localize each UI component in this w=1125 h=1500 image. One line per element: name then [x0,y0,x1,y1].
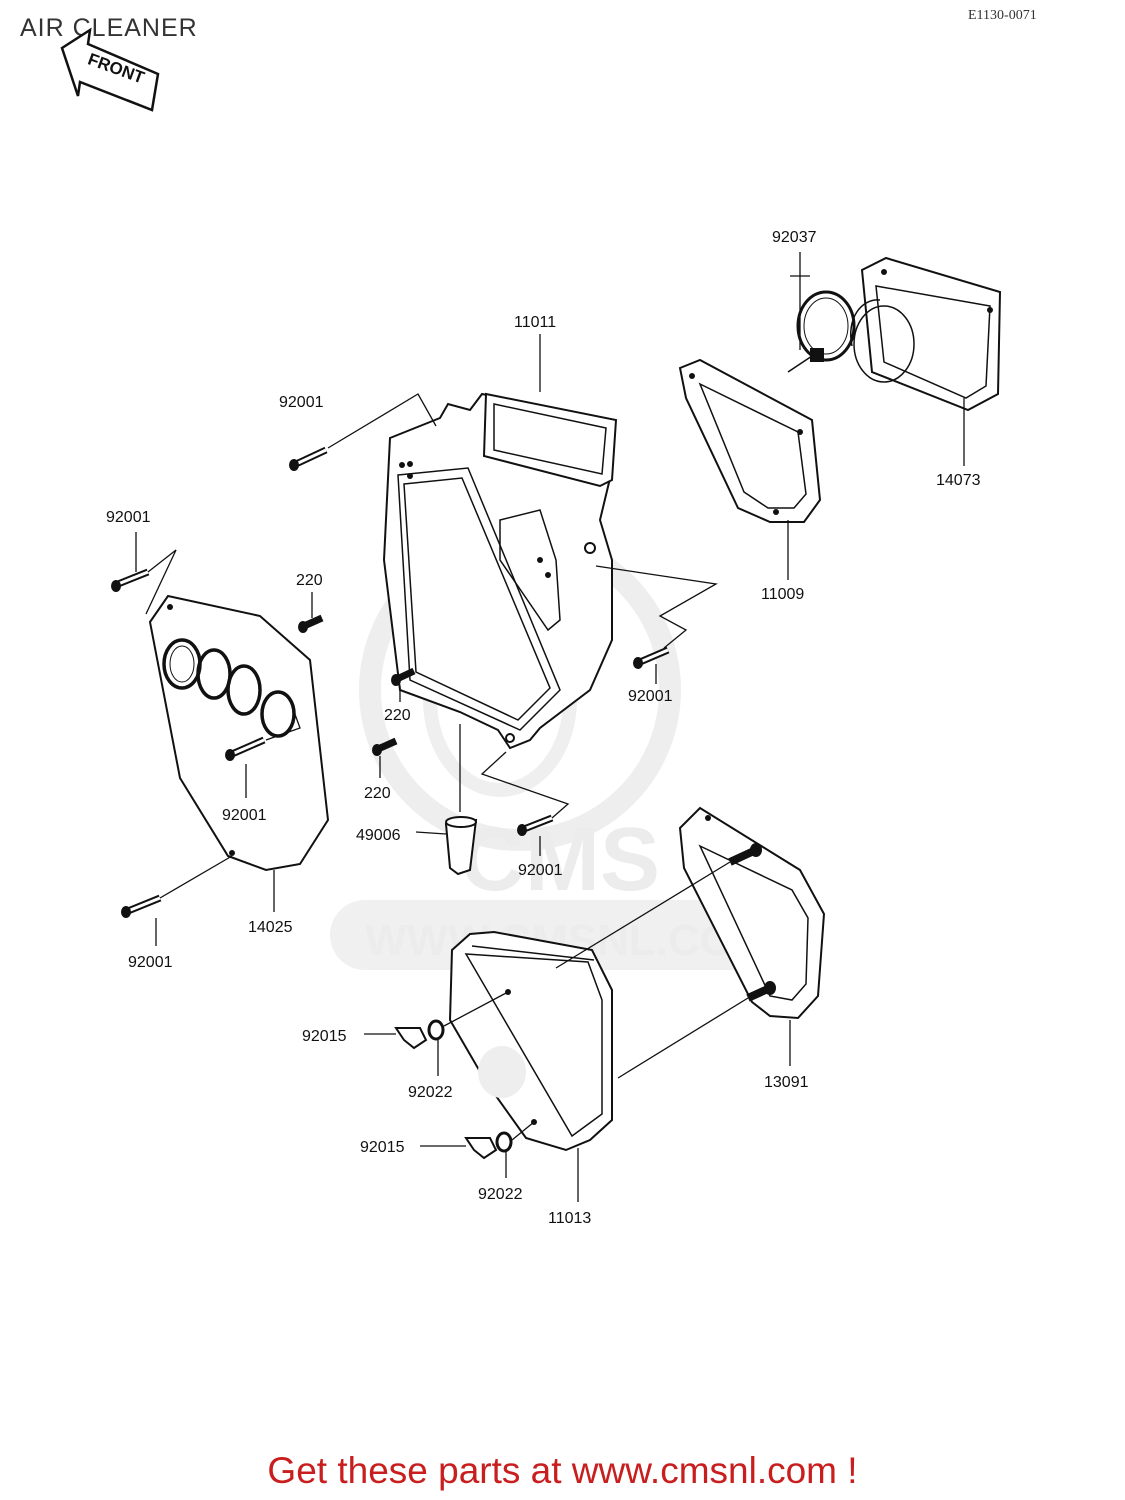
label-13091: 13091 [764,1074,809,1091]
label-49006: 49006 [356,827,401,844]
footer-link[interactable]: Get these parts at www.cmsnl.com ! [267,1450,858,1491]
diagram-reference-code: E1130-0071 [968,8,1037,23]
label-92022-b: 92022 [478,1186,523,1203]
label-11009: 11009 [761,586,804,603]
stud-13091-lower [746,981,776,1002]
label-92022-a: 92022 [408,1084,453,1101]
label-220-b: 220 [384,707,411,724]
watermark-brand: CMS [460,810,660,910]
leader-lines [135,252,965,1202]
label-92015-b: 92015 [360,1139,405,1156]
wing-nut-92015-b [464,1137,498,1160]
label-14025: 14025 [248,919,293,936]
intake-duct-14073 [850,256,1002,412]
bolt-92001-case-bottom [517,814,554,836]
label-92015-a: 92015 [302,1028,347,1045]
watermark-logo: CMS WWW.CMSNL.COM [330,529,780,970]
drain-cap-49006 [444,816,478,876]
label-92037: 92037 [772,229,817,246]
gasket-11009 [678,358,822,523]
bolt-92001-right [633,646,670,669]
label-14073: 14073 [936,472,981,489]
bolt-92001-left-bottom [121,894,162,918]
clamp-92037 [787,290,856,373]
screw-220-a [298,614,324,633]
label-11013: 11013 [548,1210,591,1227]
washer-92022-a [427,1019,445,1041]
page-title: AIR CLEANER [20,14,198,42]
front-arrow-icon: FRONT [60,27,160,112]
label-92001-upper: 92001 [279,394,324,411]
element-frame-13091 [678,806,826,1020]
air-cleaner-case-11011 [382,392,618,750]
stud-13091-upper [728,843,762,866]
cover-plate-14025 [148,594,330,872]
label-92001-right: 92001 [628,688,673,705]
bolt-92001-plate [225,736,266,761]
label-92001-left-bottom: 92001 [128,954,173,971]
label-11011: 11011 [514,314,556,331]
label-220-c: 220 [364,785,391,802]
bolt-92001-upper [289,446,328,471]
screw-220-b [391,667,416,686]
wing-nut-92015-a [394,1027,428,1050]
bolt-92001-left-top [111,568,150,592]
label-92001-plate: 92001 [222,807,267,824]
air-filter-element-11013 [448,930,613,1152]
label-92001-left-top: 92001 [106,509,151,526]
label-220-a: 220 [296,572,323,589]
washer-92022-b [495,1131,513,1153]
label-92001-case-bottom: 92001 [518,862,563,879]
screw-220-c [372,737,398,756]
